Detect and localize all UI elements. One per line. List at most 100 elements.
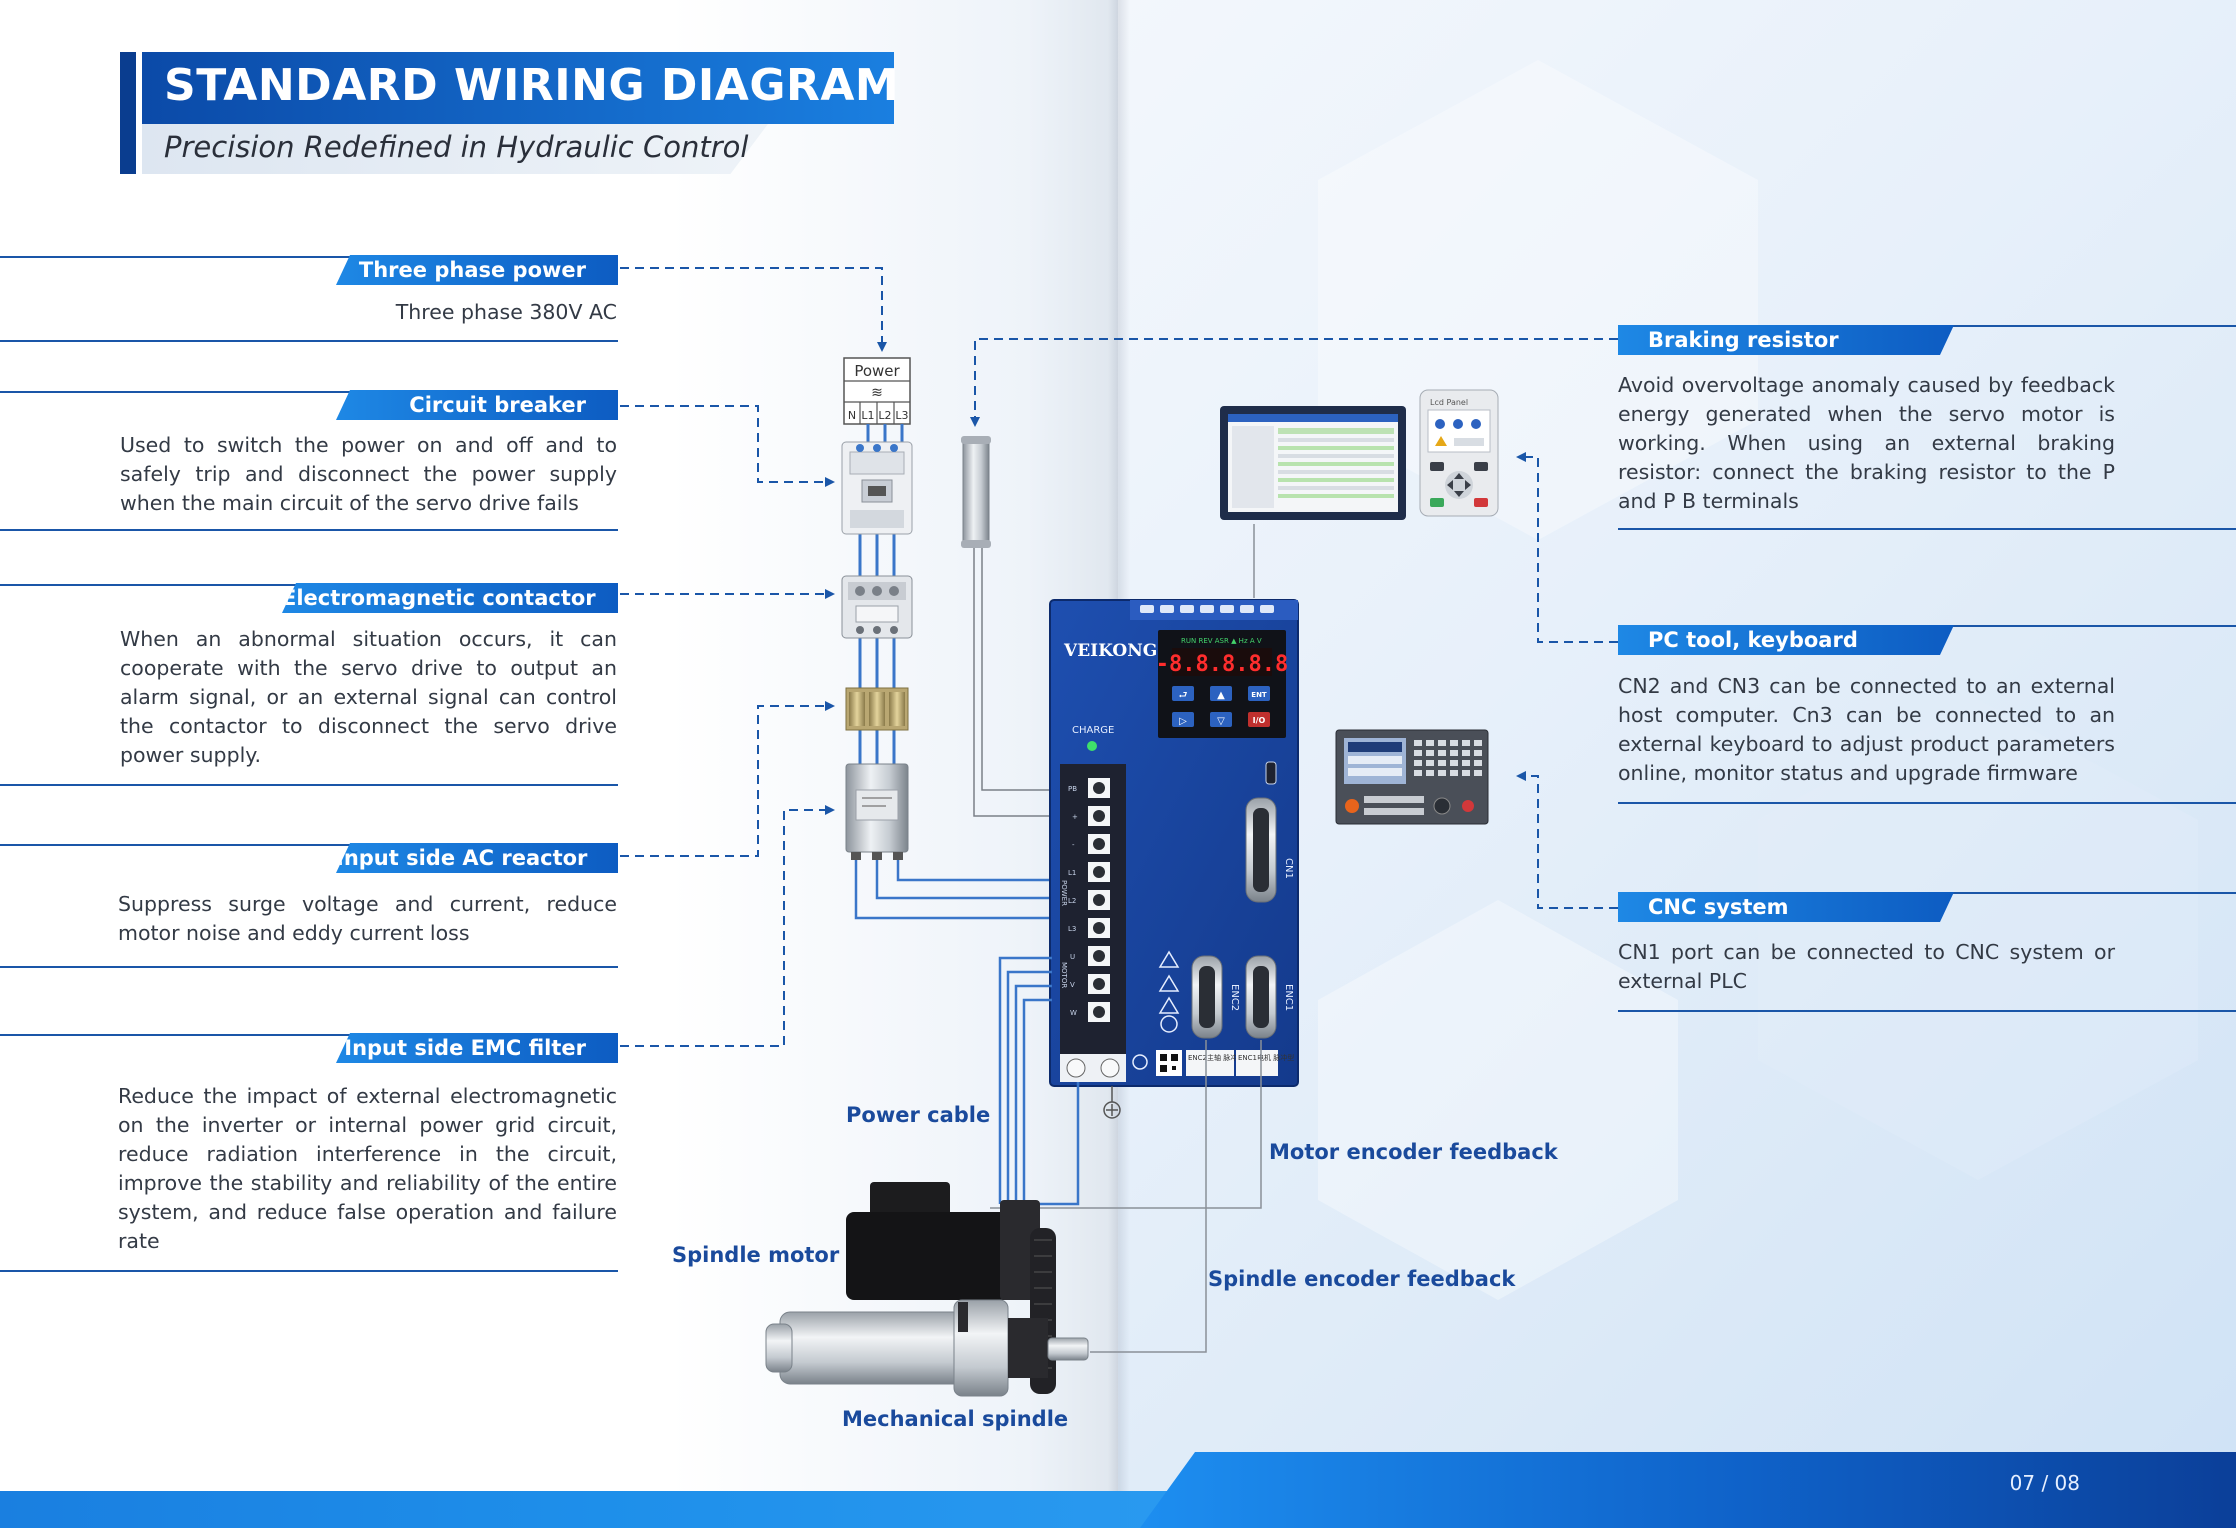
drive-terminal-screws — [1088, 778, 1110, 1022]
component-label: Electromagnetic contactor — [282, 583, 618, 613]
power-input-wires — [854, 860, 1052, 920]
component-label: Input side AC reactor — [336, 843, 618, 873]
terminal-label-minus: - — [1072, 841, 1075, 849]
terminal-label-l2: L2 — [1068, 897, 1076, 905]
leader-lines-right — [970, 338, 1618, 909]
encoder-feedback-lines — [990, 1040, 1262, 1353]
drive-button-enter: ENT — [1251, 691, 1267, 699]
divider-line — [0, 256, 618, 258]
page-subtitle: Precision Redefined in Hydraulic Control — [164, 130, 749, 164]
drive-button-down: ▽ — [1217, 716, 1225, 727]
right-page-background — [1118, 0, 2236, 1528]
contactor-image — [841, 575, 913, 639]
component-label: PC tool, keyboard — [1618, 625, 1954, 655]
hexagon-decoration — [1318, 60, 2198, 1300]
ac-symbol-icon: ≋ — [871, 385, 883, 401]
braking-resistor-image — [961, 436, 1052, 817]
drive-terminal-labels: PB + - L1 L2 L3 U V W — [1068, 785, 1078, 1017]
terminal-label-plus: + — [1072, 813, 1078, 821]
drive-sticker-enc2: ENC2主轴 脉冲型 — [1188, 1053, 1244, 1062]
spindle-encoder-label: Spindle encoder feedback — [1208, 1267, 1516, 1291]
footer-bar-left — [0, 1491, 1200, 1528]
power-terminal-block: Power ≋ N L1 L2 L3 — [843, 357, 911, 425]
header-subtitle-background — [142, 124, 768, 174]
motor-group-label: MOTOR — [1060, 962, 1068, 988]
page-number: 07 / 08 — [2009, 1471, 2080, 1495]
header-title-background — [142, 52, 894, 124]
terminal-l2: L2 — [878, 409, 891, 422]
mechanical-spindle-image — [765, 1299, 1089, 1397]
enc2-port-label: ENC2 — [1229, 984, 1240, 1011]
terminal-label-u: U — [1070, 953, 1075, 961]
component-description: Used to switch the power on and off and … — [120, 433, 617, 515]
power-cable-label: Power cable — [846, 1103, 991, 1127]
component-label: Circuit breaker — [336, 390, 618, 420]
drive-keypad: ⮐ ▲ ENT ▷ ▽ I/O — [1172, 686, 1270, 727]
terminal-label-l1: L1 — [1068, 869, 1076, 877]
terminal-label-v: V — [1070, 981, 1075, 989]
divider-line — [1618, 528, 2236, 530]
terminal-n: N — [848, 409, 856, 422]
divider-line — [0, 391, 618, 393]
drive-sticker-enc1: ENC1电机 脉冲型 — [1238, 1053, 1294, 1062]
component-description: When an abnormal situation occurs, it ca… — [120, 627, 617, 767]
motor-power-cables — [998, 956, 1080, 1206]
spindle-motor-label: Spindle motor — [672, 1243, 840, 1267]
terminal-label-l3: L3 — [1068, 925, 1076, 933]
page-title: STANDARD WIRING DIAGRAM — [164, 60, 900, 111]
divider-line — [0, 340, 618, 342]
component-label: CNC system — [1618, 892, 1954, 922]
drive-display-readout: -8.8.8.8.8 — [1156, 652, 1288, 677]
component-label: Braking resistor — [1618, 325, 1954, 355]
divider-line — [0, 966, 618, 968]
drive-button-run-stop: I/O — [1253, 716, 1266, 725]
power-group-label: POWER — [1060, 880, 1068, 906]
drive-button-up: ▲ — [1217, 690, 1225, 701]
divider-line — [0, 1034, 618, 1036]
servo-drive-image: VEIKONG RUN REV ASR ▲ Hz A V -8.8.8.8.8 … — [1049, 599, 1299, 1087]
divider-line — [0, 844, 618, 846]
charge-led-icon — [1087, 741, 1097, 751]
ground-icon — [1132, 1054, 1148, 1070]
component-label: Three phase power — [336, 255, 618, 285]
component-description: Avoid overvoltage anomaly caused by feed… — [1618, 373, 2115, 513]
component-description: CN2 and CN3 can be connected to an exter… — [1618, 674, 2115, 785]
component-description: Suppress surge voltage and current, redu… — [118, 892, 617, 945]
header-accent-bar — [120, 52, 136, 174]
lcd-keypad-image: Lcd Panel — [1419, 389, 1499, 517]
cn1-port-label: CN1 — [1283, 858, 1294, 879]
divider-line — [0, 784, 618, 786]
divider-line — [0, 1270, 618, 1272]
motor-encoder-label: Motor encoder feedback — [1269, 1140, 1558, 1164]
pc-tool-monitor-image — [1220, 406, 1406, 598]
emc-filter-image — [845, 763, 909, 860]
keypad-title: Lcd Panel — [1430, 398, 1468, 407]
terminal-label-w: W — [1070, 1009, 1077, 1017]
leader-lines-left — [620, 267, 887, 1047]
component-wires — [858, 424, 904, 766]
divider-line — [1618, 1010, 2236, 1012]
drive-button-back: ⮐ — [1179, 690, 1188, 701]
component-description: Reduce the impact of external electromag… — [118, 1084, 617, 1253]
ground-terminal-icon — [1103, 1086, 1121, 1119]
component-description: Three phase 380V AC — [395, 300, 617, 324]
component-description: CN1 port can be connected to CNC system … — [1618, 940, 2115, 993]
terminal-l3: L3 — [895, 409, 908, 422]
ac-reactor-image — [845, 687, 909, 731]
drive-brand-logo: VEIKONG — [1063, 641, 1157, 661]
drive-status-leds: RUN REV ASR ▲ Hz A V — [1181, 637, 1262, 645]
terminal-l1: L1 — [861, 409, 874, 422]
warning-icon — [1158, 950, 1180, 1033]
cnc-panel-image — [1335, 729, 1489, 825]
component-label: Input side EMC filter — [336, 1033, 618, 1063]
divider-line — [1618, 802, 2236, 804]
terminal-label-pb: PB — [1068, 785, 1077, 793]
drive-button-right: ▷ — [1179, 716, 1187, 727]
charge-label: CHARGE — [1072, 725, 1114, 736]
circuit-breaker-image — [841, 441, 913, 535]
power-block-title: Power — [854, 362, 900, 380]
divider-line — [0, 529, 618, 531]
footer-bar-right — [1140, 1452, 2236, 1528]
mechanical-spindle-label: Mechanical spindle — [842, 1407, 1069, 1431]
